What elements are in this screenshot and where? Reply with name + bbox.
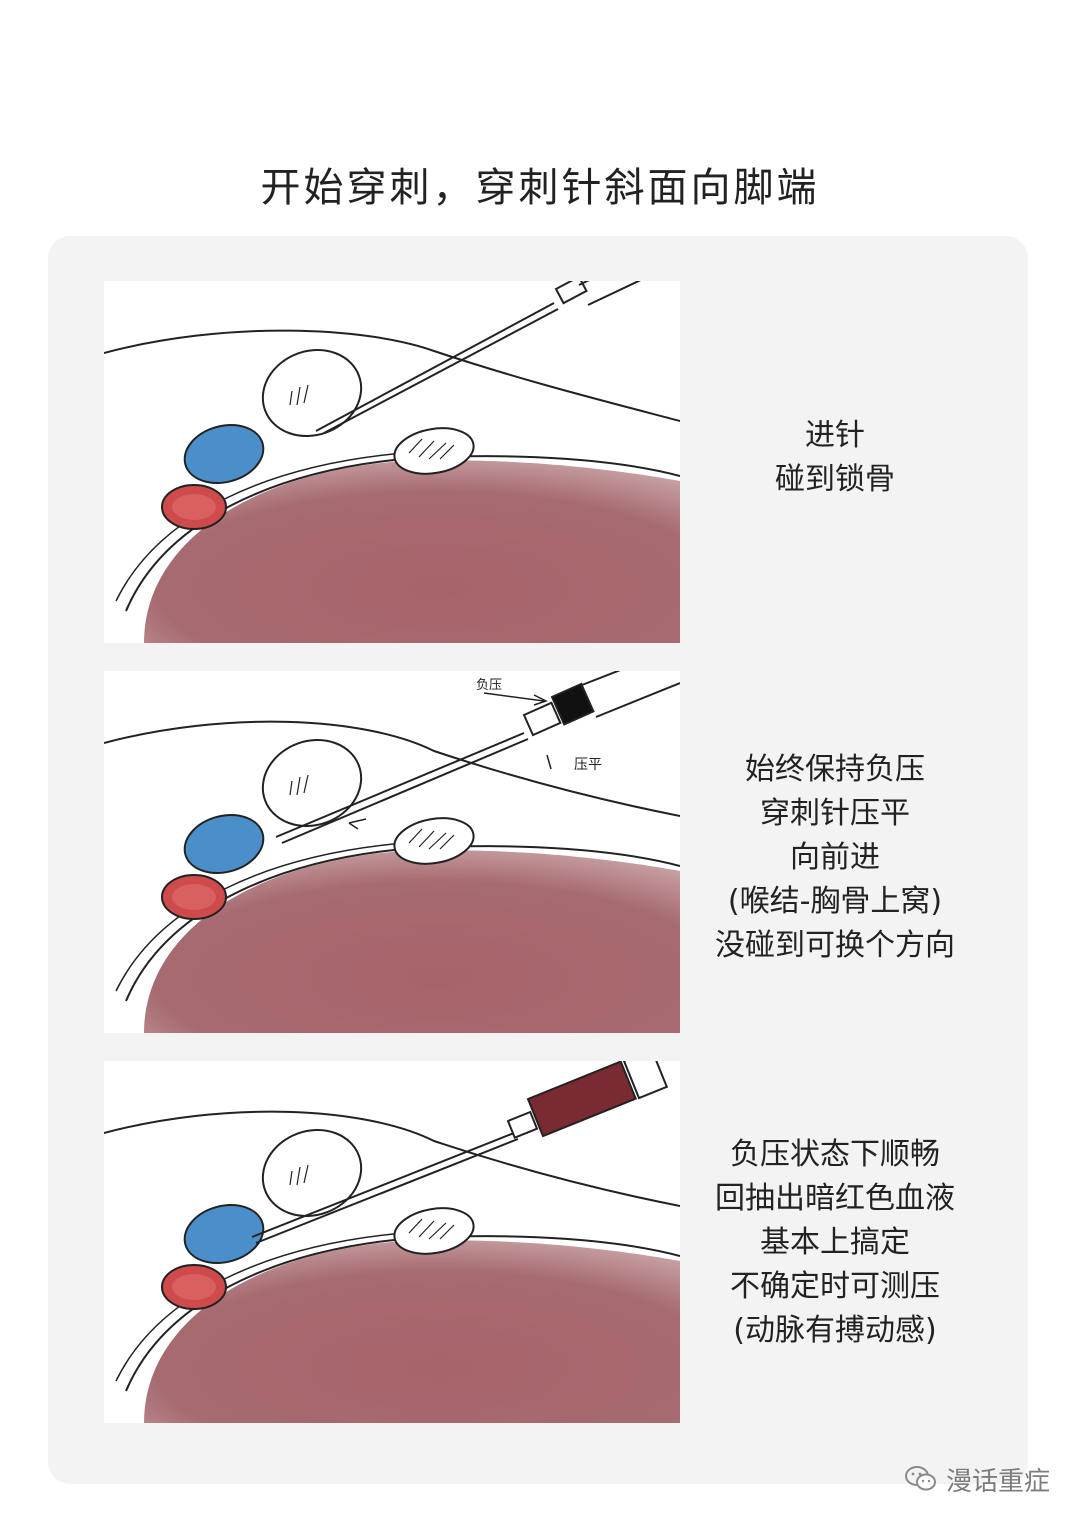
caption-line: 基本上搞定 — [690, 1221, 980, 1265]
caption-line: 碰到锁骨 — [690, 458, 980, 502]
watermark: 漫话重症 — [904, 1462, 1050, 1496]
panel-step-3 — [104, 1061, 680, 1423]
page-title: 开始穿刺，穿刺针斜面向脚端 — [0, 155, 1080, 213]
lung — [144, 850, 680, 1033]
annotation-flatten: 压平 — [547, 755, 602, 773]
caption-line: 穿刺针压平 — [690, 792, 980, 836]
panel-step-1 — [104, 281, 680, 643]
lung — [144, 1240, 680, 1423]
clavicle — [251, 336, 374, 449]
caption-line: 不确定时可测压 — [690, 1265, 980, 1309]
panel-step-2: 负压 压平 — [104, 671, 680, 1033]
arrow-label: 负压 — [476, 678, 502, 693]
caption-line: 回抽出暗红色血液 — [690, 1177, 980, 1221]
watermark-text: 漫话重症 — [946, 1461, 1050, 1498]
lung — [144, 460, 680, 643]
caption-line: 始终保持负压 — [690, 748, 980, 792]
annotation-negative-pressure: 负压 — [476, 678, 546, 705]
caption-line: 没碰到可换个方向 — [690, 924, 980, 968]
caption-line: (动脉有搏动感) — [690, 1309, 980, 1353]
caption-line: 负压状态下顺畅 — [690, 1133, 980, 1177]
skin-line — [104, 331, 680, 421]
skin-line — [104, 1112, 680, 1206]
caption-line: 向前进 — [690, 836, 980, 880]
caption-line: (喉结-胸骨上窝) — [690, 880, 980, 924]
illustration-step-3 — [104, 1061, 680, 1423]
subclavian-vein — [178, 1197, 270, 1272]
caption-step-2: 始终保持负压 穿刺针压平 向前进 (喉结-胸骨上窝) 没碰到可换个方向 — [690, 748, 980, 968]
caption-line: 进针 — [690, 414, 980, 458]
illustration-step-1 — [104, 281, 680, 643]
illustration-step-2: 负压 压平 — [104, 671, 680, 1033]
subclavian-vein — [178, 417, 270, 492]
caption-step-1: 进针 碰到锁骨 — [690, 414, 980, 502]
wechat-icon — [904, 1464, 938, 1494]
syringe-needle — [316, 281, 664, 433]
flat-label: 压平 — [574, 757, 602, 773]
caption-step-3: 负压状态下顺畅 回抽出暗红色血液 基本上搞定 不确定时可测压 (动脉有搏动感) — [690, 1133, 980, 1353]
subclavian-vein — [178, 807, 270, 882]
